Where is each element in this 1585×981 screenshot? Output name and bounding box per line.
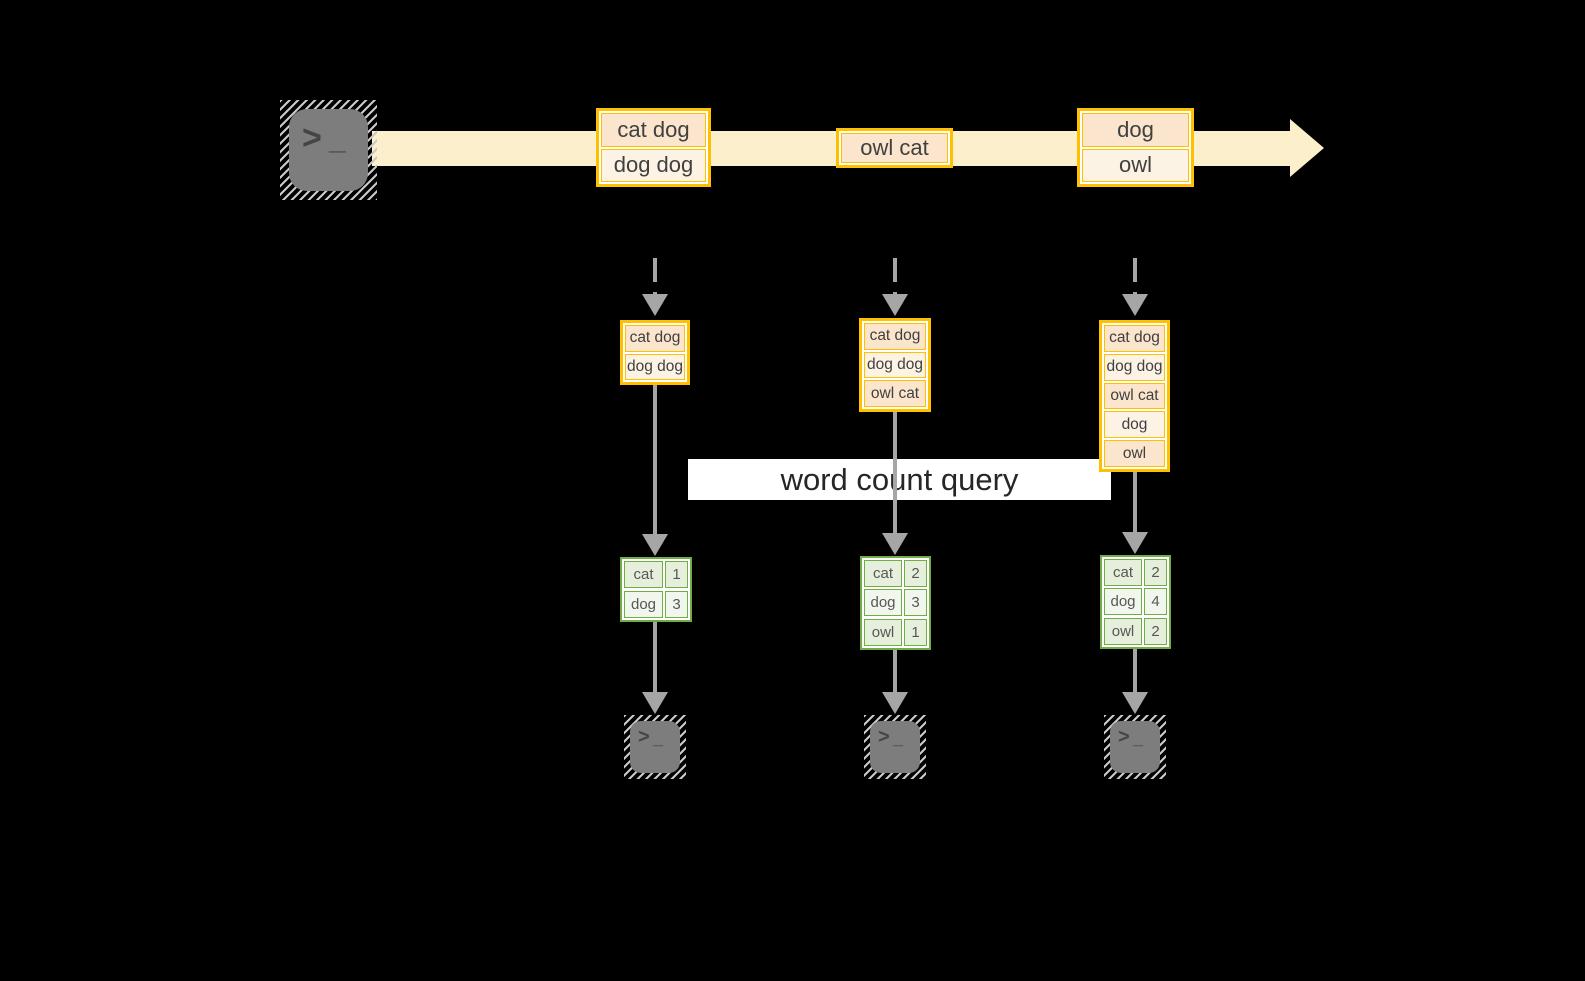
count-word-cell: dog	[624, 590, 663, 618]
dashed-arrow-line	[1133, 258, 1137, 294]
terminal-prompt-icon: >	[878, 726, 890, 748]
count-value-cell: 2	[1144, 559, 1167, 586]
terminal-prompt-icon: >	[1118, 726, 1130, 748]
state-row: owl	[1104, 440, 1165, 467]
state-box-2: cat dog dog dog owl cat	[859, 318, 931, 412]
state-row: dog dog	[625, 353, 685, 380]
output-terminal-icon: > _	[864, 715, 926, 779]
query-arrowhead-icon	[642, 534, 668, 556]
count-table-2: cat 2 dog 3 owl 1	[860, 556, 931, 650]
count-table-1: cat 1 dog 3	[620, 557, 692, 622]
state-row: cat dog	[625, 325, 685, 352]
count-word-cell: owl	[1104, 617, 1142, 645]
doc-row: owl cat	[841, 133, 948, 163]
dashed-arrowhead-icon	[882, 294, 908, 316]
source-terminal-icon: > _	[280, 100, 377, 200]
count-word-cell: cat	[1104, 559, 1142, 586]
count-table-3: cat 2 dog 4 owl 2	[1100, 555, 1171, 649]
dashed-arrow-line	[893, 258, 897, 294]
query-arrowhead-icon	[1122, 532, 1148, 554]
stream-doc-group-1: cat dog dog dog	[596, 108, 711, 187]
count-value-cell: 3	[904, 589, 927, 617]
count-value-cell: 3	[665, 590, 688, 618]
state-row: cat dog	[864, 323, 926, 350]
terminal-screen: > _	[1110, 721, 1160, 773]
terminal-screen: > _	[630, 721, 680, 773]
output-terminal-icon: > _	[624, 715, 686, 779]
terminal-screen: > _	[289, 109, 368, 191]
dashed-arrowhead-icon	[1122, 294, 1148, 316]
query-arrow-line	[1133, 471, 1137, 532]
output-arrowhead-icon	[882, 692, 908, 714]
word-count-query-label: word count query	[688, 459, 1111, 500]
count-value-cell: 4	[1144, 588, 1167, 616]
stream-doc-group-2: owl cat	[836, 128, 953, 168]
count-word-cell: dog	[864, 589, 902, 617]
state-row: owl cat	[864, 380, 926, 408]
terminal-cursor-icon: _	[893, 728, 904, 748]
state-row: owl cat	[1104, 382, 1165, 410]
count-word-cell: cat	[624, 561, 663, 588]
doc-row: dog dog	[601, 148, 706, 182]
terminal-prompt-icon: >	[638, 726, 650, 748]
count-value-cell: 1	[904, 618, 927, 646]
count-word-cell: owl	[864, 618, 902, 646]
terminal-screen: > _	[870, 721, 920, 773]
terminal-cursor-icon: _	[1133, 728, 1144, 748]
count-word-cell: dog	[1104, 588, 1142, 616]
doc-row: dog	[1082, 113, 1189, 147]
doc-row: owl	[1082, 148, 1189, 182]
terminal-cursor-icon: _	[653, 728, 664, 748]
query-arrow-line	[653, 384, 657, 534]
output-terminal-icon: > _	[1104, 715, 1166, 779]
state-row: dog dog	[864, 351, 926, 379]
dashed-arrowhead-icon	[642, 294, 668, 316]
count-word-cell: cat	[864, 560, 902, 587]
state-box-3: cat dog dog dog owl cat dog owl	[1099, 320, 1170, 472]
terminal-prompt-icon: >	[302, 119, 322, 157]
output-arrow-line	[653, 622, 657, 692]
state-row: dog dog	[1104, 353, 1165, 381]
output-arrow-line	[1133, 649, 1137, 692]
query-arrowhead-icon	[882, 533, 908, 555]
stream-arrowhead-icon	[1290, 119, 1324, 177]
output-arrowhead-icon	[642, 692, 668, 714]
state-row: cat dog	[1104, 325, 1165, 352]
state-box-1: cat dog dog dog	[620, 320, 690, 385]
output-arrow-line	[893, 650, 897, 692]
output-arrowhead-icon	[1122, 692, 1148, 714]
dashed-arrow-line	[653, 258, 657, 294]
stream-doc-group-3: dog owl	[1077, 108, 1194, 187]
count-value-cell: 2	[1144, 617, 1167, 645]
query-arrow-line	[893, 411, 897, 533]
terminal-cursor-icon: _	[329, 123, 346, 156]
count-value-cell: 1	[665, 561, 688, 588]
count-value-cell: 2	[904, 560, 927, 587]
state-row: dog	[1104, 411, 1165, 439]
doc-row: cat dog	[601, 113, 706, 147]
